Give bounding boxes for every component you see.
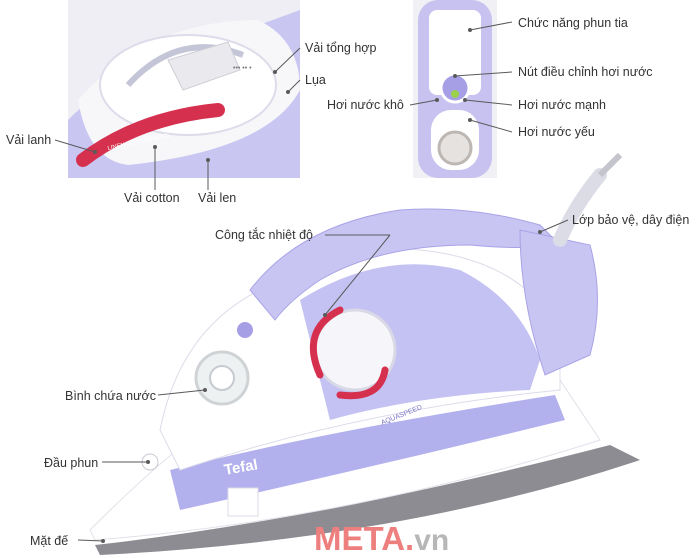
label-lop-bao-ve-day-dien: Lớp bảo vệ, dây điện: [572, 213, 690, 227]
label-hoi-nuoc-manh: Hơi nước mạnh: [518, 98, 606, 112]
label-binh-chua-nuoc: Bình chứa nước: [65, 389, 156, 403]
watermark-tld: vn: [414, 524, 450, 557]
label-vai-lanh: Vải lanh: [6, 133, 52, 147]
label-chuc-nang-phun-tia: Chức năng phun tia: [518, 16, 628, 30]
label-cong-tac-nhiet-do: Công tắc nhiệt độ: [215, 228, 313, 242]
label-hoi-nuoc-yeu: Hơi nước yếu: [518, 125, 595, 139]
label-vai-tong-hop: Vải tổng hợp: [305, 41, 377, 55]
label-lua: Lụa: [305, 73, 326, 87]
temperature-dial-closeup-photo: ••• •• • LINEN COTTON WOOL: [68, 0, 300, 178]
label-vai-len: Vải len: [198, 191, 237, 205]
label-hoi-nuoc-kho: Hơi nước khô: [327, 98, 404, 112]
label-mat-de: Mặt đế: [30, 534, 69, 548]
meta-watermark: META.vn: [314, 520, 449, 558]
steam-control-closeup-drawing: [413, 0, 497, 178]
label-vai-cotton: Vải cotton: [124, 191, 180, 205]
iron-brand-mark: Tefal: [223, 456, 259, 479]
svg-text:••• •• •: ••• •• •: [233, 65, 252, 72]
steam-control-closeup-photo: [413, 0, 497, 178]
temperature-dial-closeup-drawing: ••• •• • LINEN COTTON WOOL: [68, 0, 300, 178]
label-dau-phun: Đầu phun: [44, 456, 99, 470]
watermark-name: META: [314, 520, 406, 557]
watermark-dot: .: [405, 520, 415, 557]
label-nut-dieu-chinh-hoi-nuoc: Nút điều chỉnh hơi nước: [518, 65, 653, 79]
